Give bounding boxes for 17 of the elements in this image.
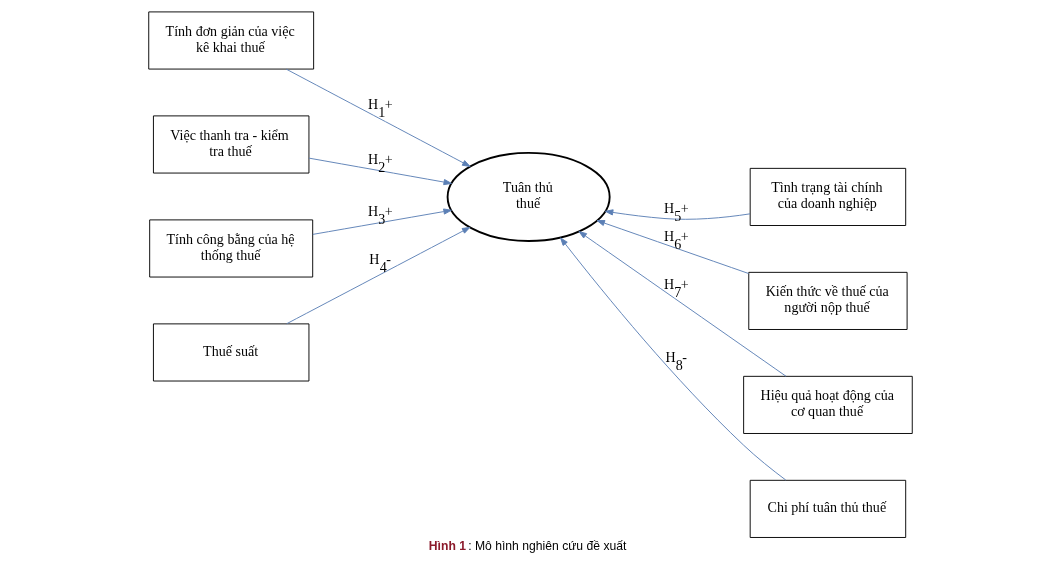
- node-box: Việc thanh tra - kiểm tra thuế: [152, 115, 309, 174]
- arrow: [308, 157, 452, 186]
- arrow: [578, 231, 787, 377]
- node-box: Chi phí tuân thủ thuế: [749, 479, 906, 538]
- caption: Hình 1: Mô hình nghiên cứu đề xuất: [428, 539, 626, 554]
- arrow: [604, 209, 751, 220]
- node-box: Kiến thức về thuế của người nộp thuế: [747, 271, 908, 330]
- arrow: [596, 220, 749, 275]
- node-box: Hiệu quả hoạt động của cơ quan thuế: [742, 375, 913, 434]
- node-box: Tình trạng tài chính của doanh nghiệp: [749, 167, 906, 226]
- arrow: [285, 226, 470, 325]
- node-box: Tính công bằng của hệ thống thuế: [148, 219, 313, 278]
- arrow: [285, 68, 470, 167]
- arrow: [311, 208, 452, 235]
- node-box: Thuế suất: [152, 323, 309, 382]
- arrow: [559, 237, 786, 481]
- node-box: Tính đơn giản của việc kê khai thuế: [147, 11, 314, 70]
